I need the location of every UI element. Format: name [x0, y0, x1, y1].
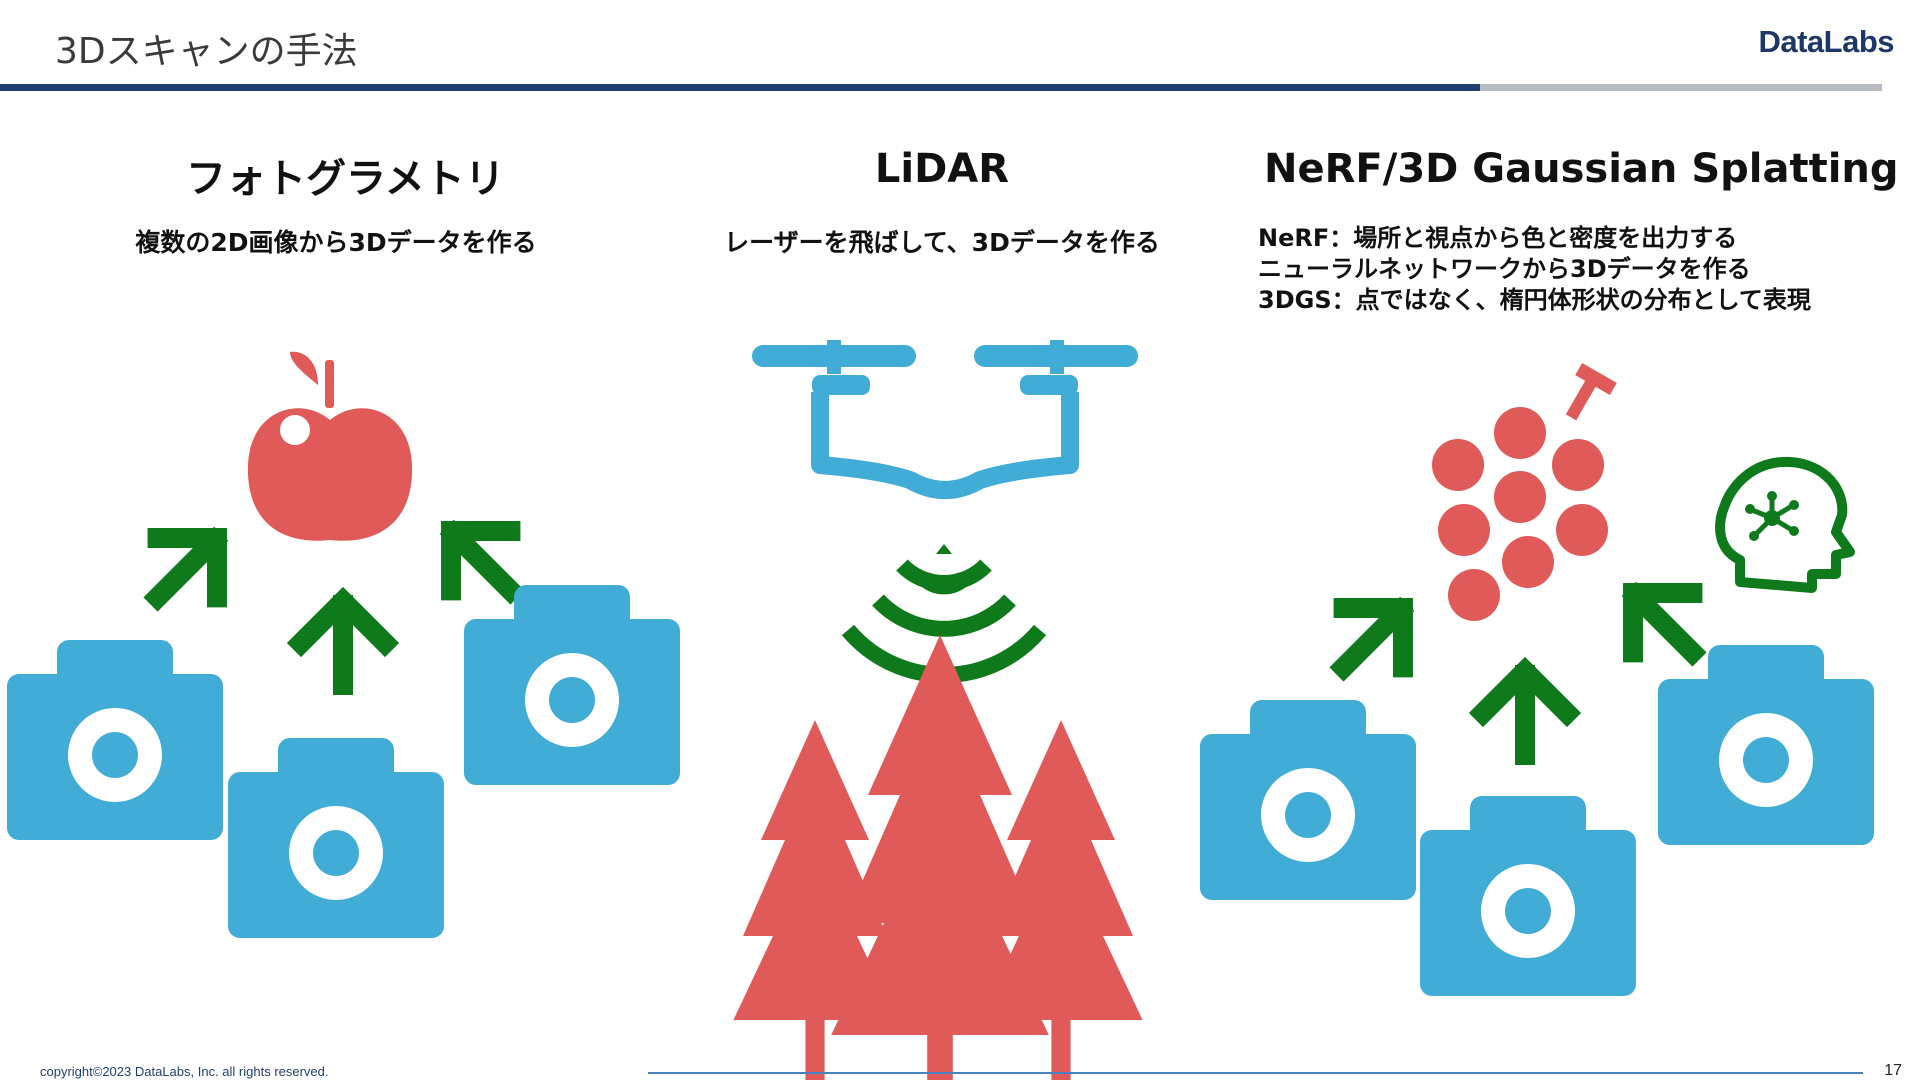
description-line: NeRF：場所と視点から色と密度を出力する — [1258, 224, 1738, 252]
camera-icon — [228, 738, 444, 938]
grapes-icon — [1432, 362, 1617, 621]
nerf-3dgs-description: NeRF：場所と視点から色と密度を出力する ニューラルネットワークから3Dデータ… — [1258, 223, 1811, 316]
footer-divider — [648, 1072, 1863, 1074]
footer-copyright: copyright©2023 DataLabs, Inc. all rights… — [40, 1064, 329, 1079]
arrow-up-icon — [301, 601, 385, 685]
tree-icon — [831, 635, 1049, 1080]
lidar-subtitle: レーザーを飛ばして、3Dデータを作る — [724, 228, 1160, 257]
photogrammetry-subtitle: 複数の2D画像から3Dデータを作る — [135, 228, 537, 257]
photogrammetry-title: フォトグラメトリ — [186, 156, 505, 202]
nerf-3dgs-title: NeRF/3D Gaussian Splatting — [1264, 146, 1899, 192]
page-number: 17 — [1884, 1062, 1902, 1079]
lidar-title: LiDAR — [874, 146, 1010, 192]
header-divider — [0, 84, 1480, 91]
header-divider-accent — [1480, 84, 1882, 91]
slide-title: 3Dスキャンの手法 — [55, 31, 358, 72]
arrow-up-icon — [1483, 671, 1567, 755]
camera-icon — [7, 640, 223, 840]
camera-icon — [1420, 796, 1636, 996]
drone-icon — [752, 340, 1138, 499]
arrow-up-right-icon — [128, 508, 247, 627]
camera-icon — [1200, 700, 1416, 900]
description-line: ニューラルネットワークから3Dデータを作る — [1258, 255, 1751, 283]
camera-icon — [464, 585, 680, 785]
ai-head-icon — [1715, 456, 1855, 593]
brand-logo: DataLabs — [1758, 24, 1894, 59]
apple-icon — [247, 351, 413, 541]
arrow-up-left-icon — [1603, 563, 1722, 682]
camera-icon — [1658, 645, 1874, 845]
description-line: 3DGS：点ではなく、楕円体形状の分布として表現 — [1258, 286, 1811, 314]
arrow-up-right-icon — [1314, 578, 1433, 697]
